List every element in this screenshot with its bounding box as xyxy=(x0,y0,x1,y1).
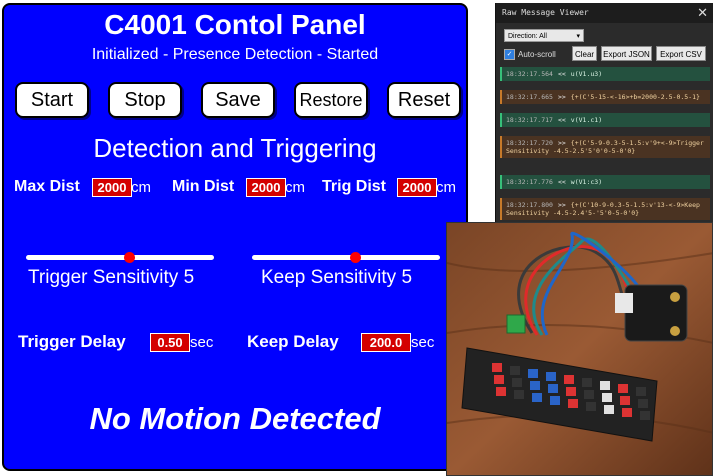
autoscroll-toggle[interactable]: ✓ Auto-scroll xyxy=(504,49,556,60)
pin-header xyxy=(620,396,630,405)
min-dist-label: Min Dist xyxy=(172,178,235,195)
trig-dist-label: Trig Dist xyxy=(322,178,387,195)
log-row: 18:32:17.564 << u(V1.u3) xyxy=(500,67,710,81)
pin-header xyxy=(546,372,556,381)
panel-title: C4001 Contol Panel xyxy=(104,9,366,40)
direction-select[interactable]: Direction: All xyxy=(504,29,584,43)
log-direction: >> xyxy=(557,93,566,101)
log-timestamp: 18:32:17.665 xyxy=(506,93,553,101)
pin-header xyxy=(604,405,614,414)
start-button[interactable]: Start xyxy=(15,82,89,118)
keep-delay-field[interactable]: 200.0 xyxy=(361,333,411,352)
keep-sensitivity-handle[interactable] xyxy=(350,252,362,263)
pin-header xyxy=(636,387,646,396)
max-dist-field[interactable]: 2000 xyxy=(92,178,132,197)
export-csv-button[interactable]: Export CSV xyxy=(656,46,706,61)
trig-dist-field[interactable]: 2000 xyxy=(397,178,437,197)
max-dist-unit: cm xyxy=(131,179,151,196)
pin-header xyxy=(622,408,632,417)
pin-header xyxy=(532,393,542,402)
trigger-sensitivity-label: Trigger Sensitivity 5 xyxy=(28,267,195,288)
pin-header xyxy=(528,369,538,378)
pin-header xyxy=(568,399,578,408)
log-message: u(V1.u3) xyxy=(570,70,603,78)
trigger-delay-field[interactable]: 0.50 xyxy=(150,333,190,352)
export-json-button[interactable]: Export JSON xyxy=(601,46,652,61)
log-timestamp: 18:32:17.564 xyxy=(506,70,553,78)
reset-button[interactable]: Reset xyxy=(387,82,461,118)
pin-header xyxy=(564,375,574,384)
log-timestamp: 18:32:17.717 xyxy=(506,116,553,124)
pin-header xyxy=(584,390,594,399)
log-row: 18:32:17.717 << v(V1.c1) xyxy=(500,113,710,127)
log-row: 18:32:17.665 >> {+(C'5-15-<-16>+b=2000-2.5… xyxy=(500,90,710,104)
log-message: {+(C'5-15-<-16>+b=2000-2.5-0.5-1} xyxy=(570,93,700,101)
log-row: 18:32:17.776 << w(V1:c3) xyxy=(500,175,710,189)
viewer-titlebar: Raw Message Viewer ✕ xyxy=(496,3,713,23)
pin-header xyxy=(600,381,610,390)
trigger-sensitivity-handle[interactable] xyxy=(124,252,136,263)
trig-dist-unit: cm xyxy=(436,179,456,196)
trigger-delay-label: Trigger Delay xyxy=(18,332,126,351)
log-message: {+(C'5-9-0.3-5-1.5:v'9+<-9>Trigger Sensi… xyxy=(506,139,704,155)
close-icon[interactable]: ✕ xyxy=(697,5,708,20)
log-timestamp: 18:32:17.800 xyxy=(506,201,553,209)
pin-header xyxy=(566,387,576,396)
trigger-delay-unit: sec xyxy=(190,334,214,351)
log-message: v(V1.c1) xyxy=(570,116,603,124)
save-button[interactable]: Save xyxy=(201,82,275,118)
max-dist-label: Max Dist xyxy=(14,178,80,195)
pin-header xyxy=(510,366,520,375)
pin-header xyxy=(494,375,504,384)
log-timestamp: 18:32:17.776 xyxy=(506,178,553,186)
autoscroll-checkbox[interactable]: ✓ xyxy=(504,49,515,60)
log-timestamp: 18:32:17.720 xyxy=(506,139,553,147)
keep-sensitivity-slider[interactable] xyxy=(252,252,440,263)
pin-header xyxy=(638,399,648,408)
pin-header xyxy=(582,378,592,387)
pin-header xyxy=(586,402,596,411)
pin-header xyxy=(530,381,540,390)
keep-delay-unit: sec xyxy=(411,334,435,351)
min-dist-unit: cm xyxy=(285,179,305,196)
sensor-board-image xyxy=(447,223,712,475)
log-direction: >> xyxy=(557,139,566,147)
hardware-photo xyxy=(446,222,713,476)
log-row: 18:32:17.720 >>{+(C'5-9-0.3-5-1.5:v'9+<-9… xyxy=(500,136,710,158)
log-direction: << xyxy=(557,70,566,78)
pin-header xyxy=(496,387,506,396)
pin-header xyxy=(548,384,558,393)
pin-header xyxy=(550,396,560,405)
pin-header xyxy=(618,384,628,393)
pin-header xyxy=(514,390,524,399)
pin-header xyxy=(602,393,612,402)
autoscroll-label: Auto-scroll xyxy=(518,50,556,59)
log-direction: << xyxy=(557,178,566,186)
log-direction: >> xyxy=(557,201,566,209)
control-panel: C4001 Contol Panel Initialized - Presenc… xyxy=(2,3,468,471)
stop-button[interactable]: Stop xyxy=(108,82,182,118)
pin-header xyxy=(512,378,522,387)
min-dist-field[interactable]: 2000 xyxy=(246,178,286,197)
log-direction: << xyxy=(557,116,566,124)
keep-delay-label: Keep Delay xyxy=(247,332,339,351)
motion-status: No Motion Detected xyxy=(89,401,381,436)
pin-header xyxy=(640,411,650,420)
status-line: Initialized - Presence Detection - Start… xyxy=(91,46,379,63)
log-message: w(V1:c3) xyxy=(570,178,603,186)
log-message: {+(C'10-9-0.3-5-1.5:v'13-<-9>Keep Sensit… xyxy=(506,201,700,217)
clear-button[interactable]: Clear xyxy=(572,46,597,61)
trigger-sensitivity-slider[interactable] xyxy=(26,252,214,263)
section-title: Detection and Triggering xyxy=(93,133,377,163)
keep-sensitivity-label: Keep Sensitivity 5 xyxy=(261,267,413,288)
viewer-title: Raw Message Viewer xyxy=(502,8,589,17)
log-row: 18:32:17.800 >>{+(C'10-9-0.3-5-1.5:v'13-<… xyxy=(500,198,710,220)
restore-button[interactable]: Restore xyxy=(294,82,368,118)
pin-header xyxy=(492,363,502,372)
